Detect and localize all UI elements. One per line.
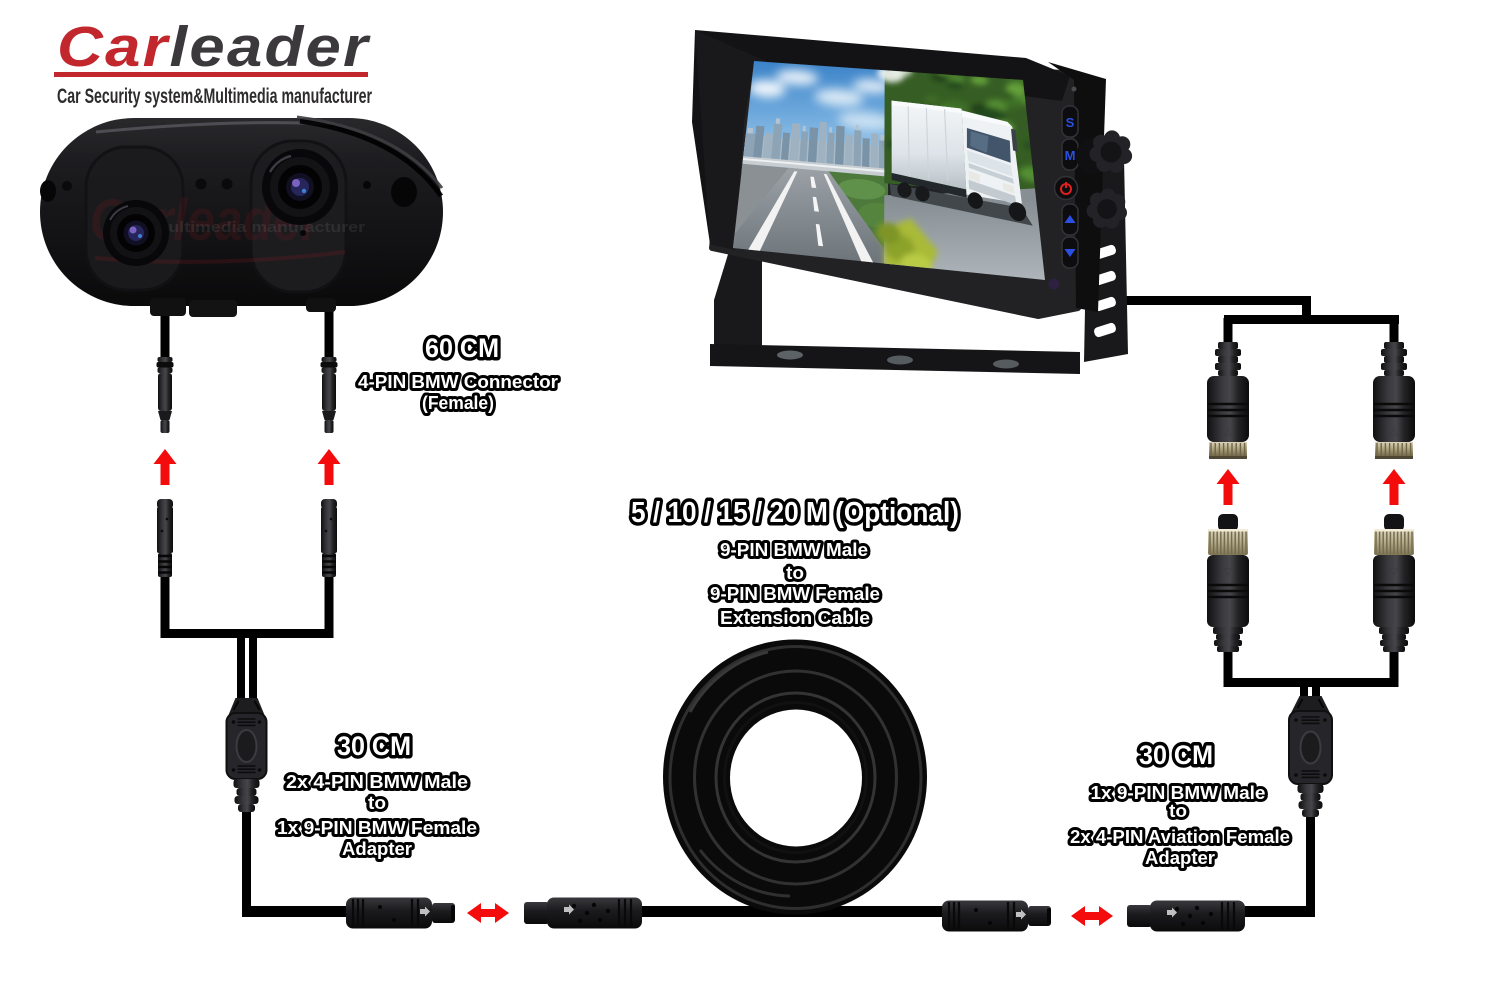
svg-text:1x 9-PIN BMW Male: 1x 9-PIN BMW Male: [1091, 783, 1266, 803]
svg-text:(Female): (Female): [422, 393, 494, 413]
svg-text:Adapter: Adapter: [342, 839, 412, 859]
svg-text:Adapter: Adapter: [1145, 848, 1215, 868]
svg-text:9-PIN BMW Male: 9-PIN BMW Male: [720, 540, 868, 560]
svg-text:Car Security system&Multimedia: Car Security system&Multimedia manufactu…: [57, 85, 372, 108]
svg-text:2x 4-PIN BMW Male: 2x 4-PIN BMW Male: [286, 772, 468, 792]
svg-text:S: S: [1066, 115, 1075, 130]
svg-text:30 CM: 30 CM: [1139, 740, 1213, 770]
svg-text:30 CM: 30 CM: [337, 731, 411, 761]
svg-text:M: M: [1065, 148, 1076, 163]
svg-text:60 CM: 60 CM: [425, 333, 499, 363]
svg-text:△: △: [1390, 426, 1398, 437]
svg-text:9-PIN BMW Female: 9-PIN BMW Female: [710, 584, 880, 604]
svg-text:to: to: [1169, 801, 1187, 821]
svg-text:to: to: [786, 563, 804, 583]
svg-text:to: to: [368, 793, 386, 813]
svg-text:5 / 10 / 15 / 20 M (Optional): 5 / 10 / 15 / 20 M (Optional): [631, 497, 959, 529]
svg-text:4-PIN BMW Connector: 4-PIN BMW Connector: [358, 372, 558, 392]
svg-text:▽: ▽: [1224, 567, 1232, 578]
svg-text:▽: ▽: [1390, 567, 1398, 578]
svg-text:△: △: [1224, 426, 1232, 437]
svg-text:1x 9-PIN BMW Female: 1x 9-PIN BMW Female: [277, 818, 477, 838]
svg-text:Carleader: Carleader: [57, 15, 371, 79]
svg-text:Extension Cable: Extension Cable: [720, 608, 870, 628]
svg-text:2x 4-PIN Aviation Female: 2x 4-PIN Aviation Female: [1070, 827, 1290, 847]
